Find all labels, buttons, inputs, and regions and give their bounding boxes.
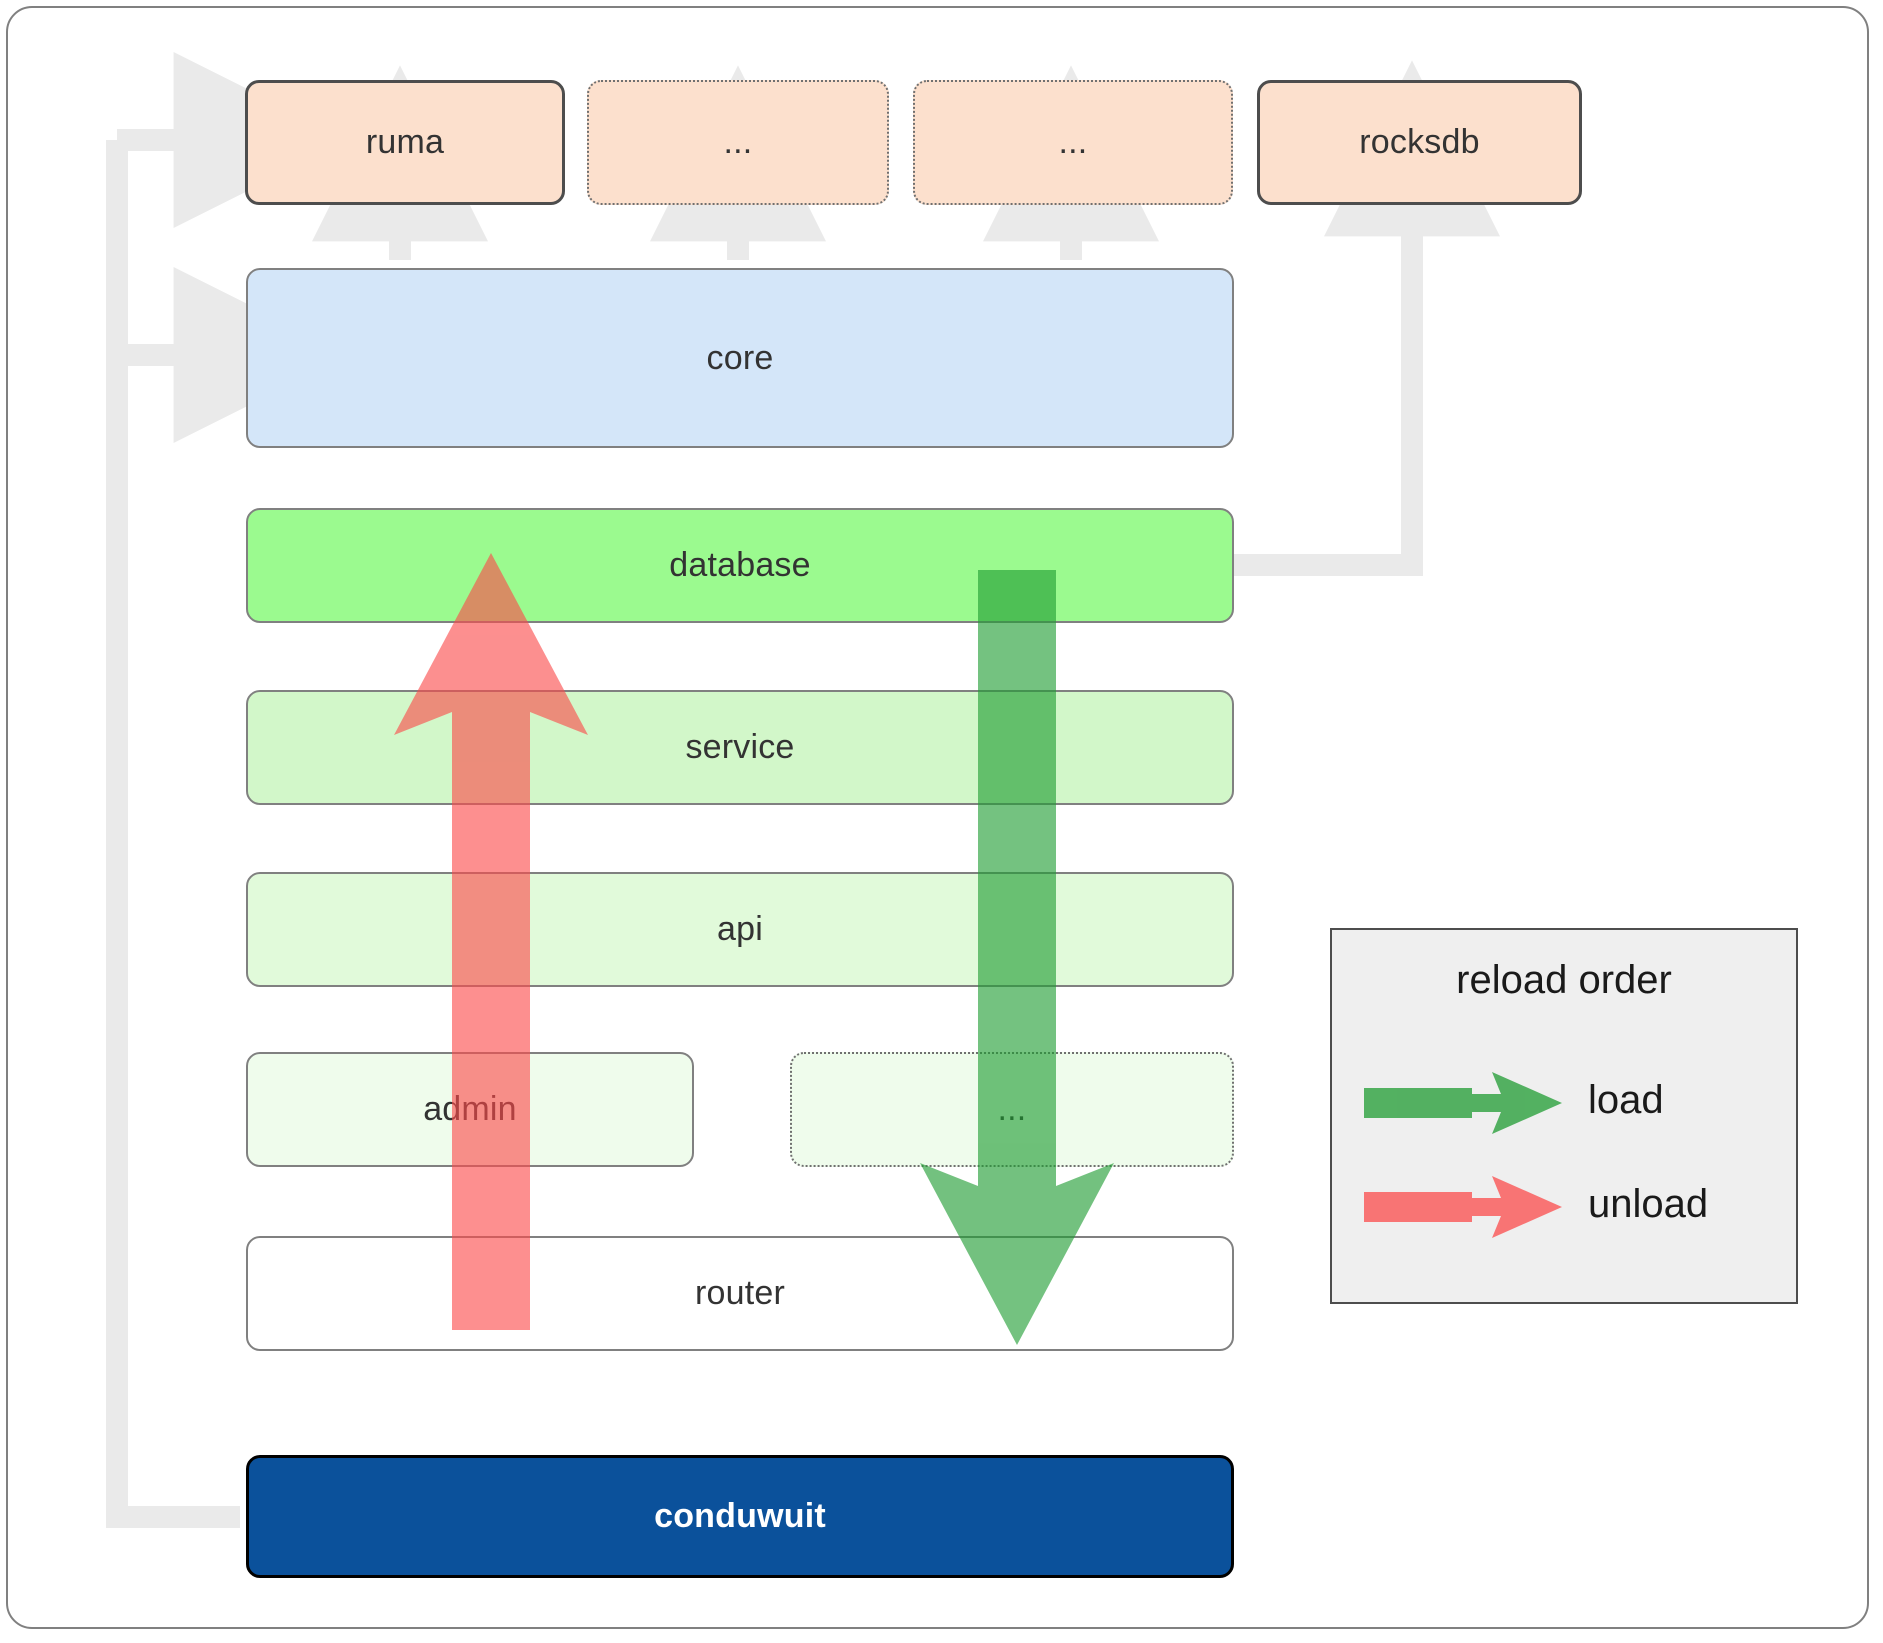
binary-label-conduwuit: conduwuit (654, 1497, 826, 1535)
diagram-outer-frame (6, 6, 1869, 1629)
legend-panel: reload order load unload (1330, 928, 1798, 1304)
stack-label-api: api (717, 910, 763, 948)
stack-layer-core[interactable]: core (246, 268, 1234, 448)
dependency-label-rocksdb: rocksdb (1359, 123, 1480, 161)
binary-node-conduwuit[interactable]: conduwuit (246, 1455, 1234, 1578)
legend-label-load: load (1588, 1078, 1664, 1122)
stack-label-service: service (685, 728, 795, 766)
stack-label-router: router (694, 1274, 786, 1312)
dependency-label-ruma: ruma (365, 123, 445, 161)
legend-label-unload: unload (1588, 1182, 1709, 1226)
dependency-node-rocksdb[interactable]: rocksdb (1257, 80, 1582, 205)
load-legend-arrow-icon (1364, 1072, 1562, 1134)
stack-layer-admin[interactable]: admin (246, 1052, 694, 1167)
dependency-node-ruma[interactable]: ruma (245, 80, 565, 205)
dependency-label-ellipsis-2: ... (1058, 123, 1088, 161)
stack-layer-service[interactable]: service (246, 690, 1234, 805)
stack-layer-router[interactable]: router (246, 1236, 1234, 1351)
dependency-node-ellipsis-2[interactable]: ... (913, 80, 1233, 205)
stack-label-admin: admin (423, 1090, 517, 1128)
stack-layer-ellipsis-3[interactable]: ... (790, 1052, 1234, 1167)
stack-label-core: core (706, 338, 774, 377)
dependency-label-ellipsis-1: ... (723, 123, 753, 161)
stack-label-ellipsis-3: ... (997, 1090, 1027, 1128)
stack-layer-database[interactable]: database (246, 508, 1234, 623)
legend-row-unload: unload (1332, 1162, 1796, 1252)
stack-label-database: database (669, 546, 811, 584)
dependency-node-ellipsis-1[interactable]: ... (587, 80, 889, 205)
legend-title: reload order (1456, 958, 1672, 1002)
legend-row-load: load (1332, 1058, 1796, 1148)
unload-legend-arrow-icon (1364, 1176, 1562, 1238)
stack-layer-api[interactable]: api (246, 872, 1234, 987)
